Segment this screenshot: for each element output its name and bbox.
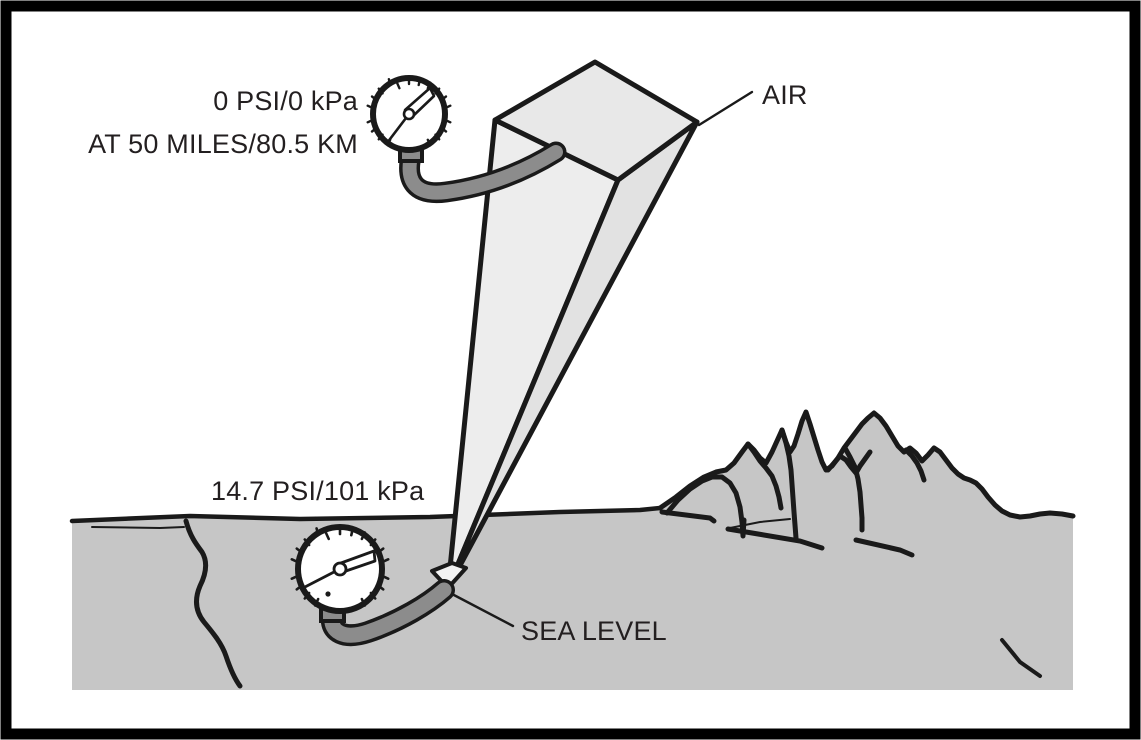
sea-level-label: SEA LEVEL [521, 616, 667, 646]
upper-gauge-hub [402, 107, 416, 121]
lower-gauge-dot-marker [325, 591, 331, 597]
lower-gauge-assembly [290, 524, 455, 647]
sea-level-pressure-label: 14.7 PSI/101 kPa [211, 476, 425, 506]
ridge-line-gully [825, 449, 873, 476]
air-label: AIR [762, 80, 808, 110]
lower-gauge-hub [332, 561, 348, 577]
shore-tick-line [91, 526, 185, 530]
right-hill-fold [1000, 638, 1042, 678]
valley-stroke-left [659, 509, 717, 524]
ridge-line-notch [842, 445, 865, 533]
ridge-line-foothill [664, 474, 747, 539]
lower-gauge-ticks [290, 525, 390, 607]
sea-level-line [69, 505, 663, 524]
prism-face-top [492, 59, 700, 183]
upper-hose-fill [402, 145, 563, 200]
upper-gauge-needle-tail [385, 116, 408, 145]
valley-stroke-mid [725, 526, 825, 551]
top-pressure-label-line1: 0 PSI/0 kPa [213, 86, 359, 116]
ridge-line-peak-two [745, 441, 784, 511]
alluvial-line [729, 518, 791, 529]
top-pressure-label-line2: AT 50 MILES/80.5 KM [88, 129, 358, 159]
air-leader-line [697, 90, 754, 127]
upper-gauge-ticks [366, 76, 452, 147]
air-column-prism [430, 59, 700, 591]
lower-hose-fill [324, 582, 452, 643]
river-contour-line [183, 518, 243, 689]
sea-level-leader-line [450, 592, 515, 628]
lower-gauge-needle-tail [301, 570, 336, 590]
ridge-line-central-massif [779, 427, 799, 541]
valley-stroke-right [853, 537, 915, 558]
upper-gauge-assembly [366, 75, 567, 204]
ridge-line-right-flank [903, 447, 927, 483]
prism-interior-edge [446, 179, 620, 589]
